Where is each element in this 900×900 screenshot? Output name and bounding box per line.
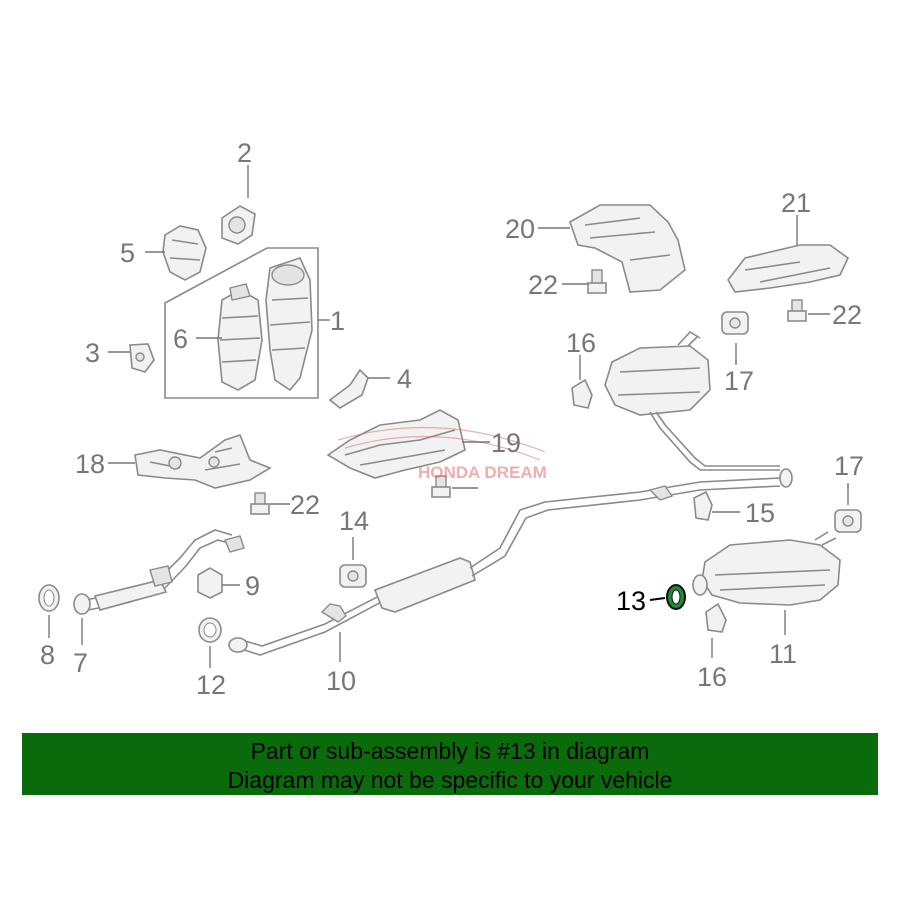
part-12-gasket[interactable] [198, 617, 222, 643]
callout-10: 10 [326, 666, 356, 696]
part-5-heat-shield[interactable] [162, 225, 207, 281]
callout-12: 12 [196, 670, 226, 700]
part-17-hanger-lower[interactable] [834, 509, 862, 533]
callout-18: 18 [75, 449, 105, 479]
part-21-heat-shield[interactable] [727, 244, 850, 293]
callout-4: 4 [397, 364, 412, 394]
callout-8: 8 [40, 640, 55, 670]
callout-11: 11 [769, 639, 797, 669]
callout-16-upper: 16 [566, 328, 596, 358]
callout-22-c: 22 [290, 490, 320, 520]
callout-13-highlighted: 13 [616, 586, 646, 616]
part-22-bolt-b[interactable] [787, 299, 807, 322]
part-16-mount-upper[interactable] [571, 378, 593, 409]
callout-6: 6 [173, 324, 188, 354]
banner-line-1: Part or sub-assembly is #13 in diagram [250, 738, 650, 764]
watermark-text: HONDA DREAM [418, 463, 547, 482]
part-4-bracket[interactable] [328, 368, 369, 409]
callout-17-lower: 17 [834, 451, 864, 481]
part-22-bolt-c[interactable] [250, 492, 270, 515]
callout-22-a: 22 [528, 270, 558, 300]
callout-20: 20 [505, 214, 535, 244]
part-18-heat-shield[interactable] [134, 434, 272, 489]
part-13-gasket-highlighted[interactable] [666, 584, 686, 610]
callout-16-lower: 16 [697, 662, 727, 692]
callout-3: 3 [85, 338, 100, 368]
part-3-bracket[interactable] [129, 343, 155, 373]
part-9-clamp[interactable] [197, 567, 223, 599]
part-14-hanger[interactable] [339, 564, 367, 588]
part-17-hanger-upper[interactable] [721, 311, 749, 335]
callout-21: 21 [781, 188, 811, 218]
callout-17-upper: 17 [724, 366, 754, 396]
callout-labels: 2 5 1 3 6 4 18 19 20 22 21 22 16 17 17 2… [40, 138, 864, 700]
part-10-center-pipe[interactable] [228, 477, 781, 656]
part-7-front-pipe[interactable] [73, 529, 245, 615]
watermark-logo: HONDA DREAM [337, 426, 547, 482]
callout-15: 15 [745, 498, 775, 528]
info-banner: Part or sub-assembly is #13 in diagram D… [22, 733, 878, 795]
callout-14: 14 [339, 506, 369, 536]
callout-7: 7 [73, 648, 88, 678]
part-1-converter-assembly[interactable] [164, 247, 319, 399]
callout-2: 2 [237, 138, 252, 168]
part-2-gasket[interactable] [221, 205, 256, 245]
part-22-bolt-a[interactable] [587, 269, 607, 294]
upper-muffler-assembly[interactable] [604, 330, 793, 488]
callout-5: 5 [120, 238, 135, 268]
leader-lines [48, 165, 849, 668]
part-11-rear-muffler[interactable] [692, 531, 841, 606]
part-15-mount[interactable] [693, 490, 713, 521]
part-22-bolt-d[interactable] [431, 475, 451, 498]
banner-line-2: Diagram may not be specific to your vehi… [227, 767, 673, 793]
callout-1: 1 [330, 306, 345, 336]
part-20-heat-shield[interactable] [569, 204, 686, 293]
part-8-gasket[interactable] [38, 584, 60, 612]
callout-19: 19 [491, 428, 521, 458]
callout-22-b: 22 [832, 300, 862, 330]
part-16-mount-lower[interactable] [705, 602, 727, 633]
callout-9: 9 [245, 571, 260, 601]
